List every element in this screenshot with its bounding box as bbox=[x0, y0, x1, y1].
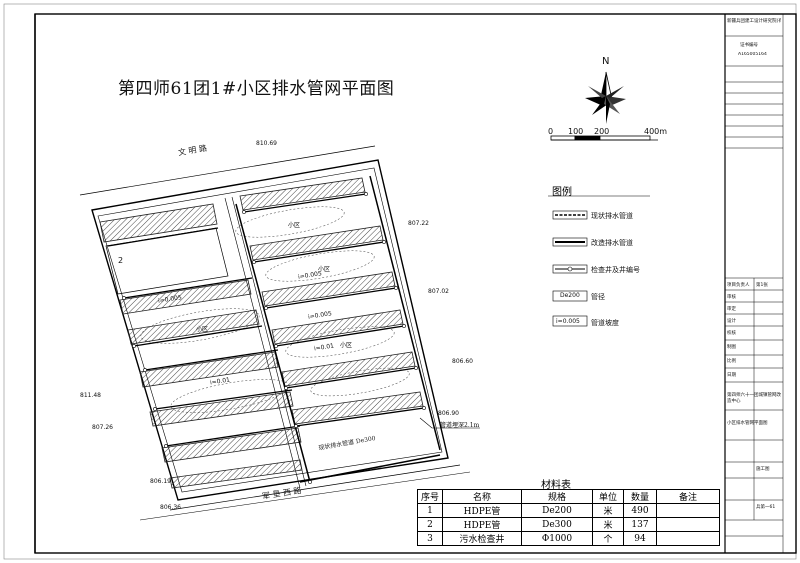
block-label: 小区 bbox=[340, 342, 353, 349]
table-row: 1 HDPE管 De200 米 490 bbox=[417, 503, 720, 518]
legend-label: 检查井及井编号 bbox=[591, 266, 640, 274]
cell: 2 bbox=[417, 517, 443, 532]
scale-bar bbox=[550, 135, 658, 141]
column-header: 备注 bbox=[656, 489, 720, 504]
legend-label: 管道坡度 bbox=[591, 319, 619, 327]
cell: 94 bbox=[623, 531, 657, 546]
table-row: 3 污水检查井 Φ1000 个 94 bbox=[417, 531, 720, 546]
manholes bbox=[122, 192, 426, 484]
cell: 污水检查井 bbox=[442, 531, 522, 546]
block-label: 小区 bbox=[318, 266, 331, 273]
cell: Φ1000 bbox=[521, 531, 593, 546]
drawing-title: 第四师61团1#小区排水管网平面图 bbox=[118, 79, 395, 99]
materials-title: 材料表 bbox=[541, 480, 571, 491]
scale-tick-2: 200 bbox=[594, 127, 610, 136]
column-header: 名称 bbox=[442, 489, 522, 504]
block-label: 小区 bbox=[288, 222, 301, 229]
cell: 个 bbox=[592, 531, 624, 546]
scale-tick-0: 0 bbox=[548, 127, 554, 136]
cell: 490 bbox=[623, 503, 657, 518]
site-plan bbox=[79, 145, 480, 521]
legend-label: 现状排水管道 bbox=[591, 212, 633, 220]
scale-tick-1: 100 bbox=[568, 127, 584, 136]
title-block-field: 审定 bbox=[727, 307, 736, 312]
cert-number: A165005164 bbox=[738, 52, 767, 57]
block-number: 2 bbox=[118, 256, 124, 265]
cell: 137 bbox=[623, 517, 657, 532]
column-header: 规格 bbox=[521, 489, 593, 504]
column-header: 单位 bbox=[592, 489, 624, 504]
cell: HDPE管 bbox=[442, 517, 522, 532]
legend-label: 改造排水管道 bbox=[591, 239, 633, 247]
cell: HDPE管 bbox=[442, 503, 522, 518]
legend-sample: De200 bbox=[560, 292, 580, 299]
north-label: N bbox=[602, 56, 610, 67]
cell: 1 bbox=[417, 503, 443, 518]
cell: 米 bbox=[592, 517, 624, 532]
cell: 米 bbox=[592, 503, 624, 518]
project-name: 第四师六十一团城镇管网改造中心 bbox=[727, 393, 781, 404]
elevation-label: 811.48 bbox=[80, 392, 101, 399]
title-block-field: 审核 bbox=[727, 295, 736, 300]
column-header: 序号 bbox=[417, 489, 443, 504]
materials-table: 序号 名称 规格 单位 数量 备注 1 HDPE管 De200 米 490 2 … bbox=[417, 489, 720, 546]
title-block-field: 校核 bbox=[727, 331, 736, 336]
legend-label: 管径 bbox=[591, 293, 605, 301]
legend-sample: i=0.005 bbox=[556, 318, 580, 325]
north-arrow-icon bbox=[585, 71, 626, 124]
company-name: 新疆兵团建工设计研究院(有限) bbox=[727, 19, 781, 24]
cell bbox=[656, 531, 720, 546]
elevation-label: 806.90 bbox=[438, 410, 459, 417]
block-label: 小区 bbox=[196, 326, 209, 333]
title-block-field: 制图 bbox=[727, 345, 736, 350]
depth-callout: 管道埋深2.1m bbox=[440, 422, 480, 429]
sheet-name: 小区排水管网平面图 bbox=[727, 421, 768, 426]
road-junken bbox=[169, 464, 461, 511]
cell bbox=[656, 503, 720, 518]
cert-label: 证书编号 bbox=[740, 43, 758, 48]
legend bbox=[548, 195, 650, 327]
scale-tick-3: 400m bbox=[644, 127, 668, 136]
title-block-field: 比例 bbox=[727, 359, 736, 364]
drain-pipes bbox=[107, 175, 441, 483]
cell: 3 bbox=[417, 531, 443, 546]
elevation-label: 806.19 bbox=[150, 478, 171, 485]
elevation-label: 807.26 bbox=[92, 424, 113, 431]
elevation-label: 807.22 bbox=[408, 220, 429, 227]
site-boundary bbox=[91, 159, 449, 501]
legend-title: 图例 bbox=[552, 187, 572, 198]
table-header-row: 序号 名称 规格 单位 数量 备注 bbox=[417, 489, 720, 504]
elevation-label: 806.36 bbox=[160, 504, 181, 511]
elevation-label: 807.02 bbox=[428, 288, 449, 295]
design-stage: 施工图 bbox=[756, 467, 770, 472]
title-block bbox=[724, 13, 784, 554]
elevation-label: 810.69 bbox=[256, 140, 277, 147]
cell: De200 bbox=[521, 503, 593, 518]
drawing-code: 兵第一61 bbox=[756, 505, 776, 510]
drawing-number: 第1张 bbox=[756, 283, 768, 288]
elevation-label: 806.60 bbox=[452, 358, 473, 365]
cell: De300 bbox=[521, 517, 593, 532]
cell bbox=[656, 517, 720, 532]
road-wenming bbox=[79, 145, 376, 196]
table-row: 2 HDPE管 De300 米 137 bbox=[417, 517, 720, 532]
title-block-field: 项目负责人 bbox=[727, 283, 750, 288]
title-block-field: 日期 bbox=[727, 373, 736, 378]
title-block-field: 设计 bbox=[727, 319, 736, 324]
column-header: 数量 bbox=[623, 489, 657, 504]
